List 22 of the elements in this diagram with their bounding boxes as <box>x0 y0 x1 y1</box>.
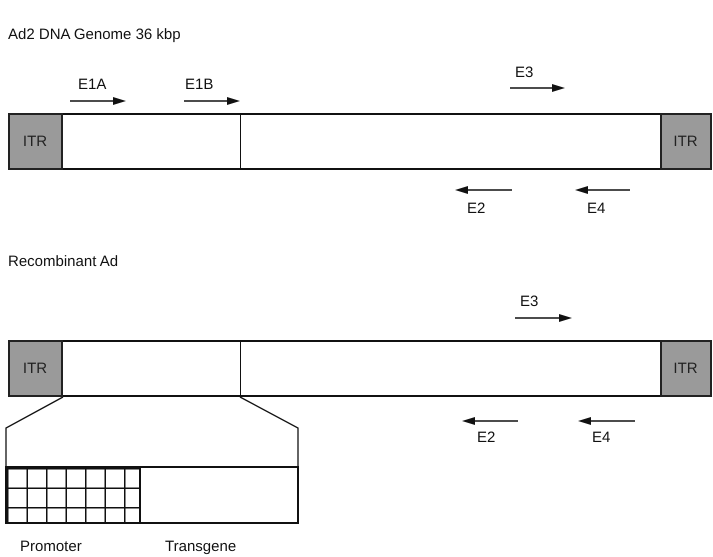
title: Ad2 DNA Genome 36 kbp <box>8 26 181 44</box>
itr-segment: ITR <box>8 112 62 170</box>
gene-label: E1B <box>185 76 214 94</box>
gene-label: E1A <box>78 76 106 94</box>
gene-label: E2 <box>477 429 496 447</box>
expansion-line <box>240 396 299 466</box>
itr-segment: ITR <box>8 340 62 396</box>
itr-segment: ITR <box>660 112 712 170</box>
genome-bar <box>8 113 712 170</box>
promoter-box <box>5 466 141 524</box>
gene-label: E3 <box>520 293 538 311</box>
gene-label: E2 <box>467 200 486 218</box>
transgene-box <box>139 466 299 524</box>
node-caption: Transgene <box>165 538 236 556</box>
genome-bar <box>8 340 712 397</box>
gene-label: E4 <box>592 429 610 447</box>
expansion-line <box>5 396 64 466</box>
itr-segment: ITR <box>660 340 712 396</box>
node-caption: Promoter <box>20 538 82 556</box>
gene-label: E3 <box>515 64 534 82</box>
section-heading: Recombinant Ad <box>8 253 118 271</box>
gene-label: E4 <box>587 200 606 218</box>
